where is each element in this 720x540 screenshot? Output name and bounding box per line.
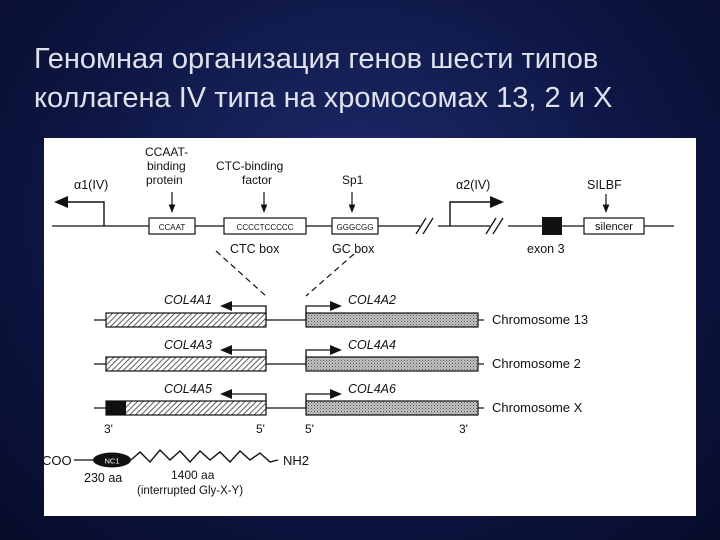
col4a5-direction-icon	[220, 389, 232, 399]
break-mark-2	[485, 217, 504, 235]
ctc-box-label: CTC box	[230, 242, 280, 256]
col4a4-gene-block	[305, 356, 479, 372]
collagenous-domain-zigzag	[130, 448, 279, 464]
silencer-box	[583, 217, 645, 235]
factor-alpha1-label: α1(IV)	[74, 178, 108, 192]
title-line-2: коллагена IV типа на хромосомах 13, 2 и …	[34, 82, 613, 114]
factor-sp1-label: Sp1	[342, 173, 364, 187]
promoter-map: α1(IV) CCAAT- binding protein CTC-bindin…	[52, 145, 674, 256]
gene-col4a3-label: COL4A3	[164, 338, 212, 352]
factor-ccaat-label-1: CCAAT-	[145, 145, 188, 159]
col4a5-nc1-block	[106, 401, 126, 415]
nc1-domain-label: NC1	[104, 457, 119, 466]
break-mark-1	[415, 217, 434, 235]
gene-pair-chrx: COL4A5 COL4A6 Chromosome X	[94, 382, 583, 416]
col4a3-gene-block	[105, 356, 267, 372]
promoter-zoom-line-right	[305, 253, 355, 297]
ccaat-box	[148, 217, 196, 235]
factor-alpha2-label: α2(IV)	[456, 178, 490, 192]
nc1-length-label: 230 aa	[84, 471, 122, 485]
silencer-box-label: silencer	[595, 221, 633, 233]
chromosome-2-label: Chromosome 2	[492, 356, 581, 371]
col4a1-direction-icon	[220, 301, 232, 311]
protein-chain: COO NC1 NH2 1400 aa 230 aa (interrupted …	[44, 448, 309, 497]
col4a6-gene-block	[305, 400, 479, 416]
amino-terminus-label: NH2	[283, 453, 309, 468]
col4a2-gene-block	[305, 312, 479, 328]
right-gene-5prime-label: 5'	[305, 422, 314, 436]
alpha2-start-arrow-icon	[490, 196, 504, 208]
gc-sequence-box	[331, 217, 379, 235]
col4a6-direction-icon	[330, 389, 342, 399]
carboxyl-terminus-label: COO	[44, 453, 72, 468]
col4a1-gene-block	[105, 312, 267, 328]
right-gene-3prime-label: 3'	[459, 422, 468, 436]
slide-title: Геномная организация генов шести типов к…	[34, 40, 694, 118]
col4a4-direction-icon	[330, 345, 342, 355]
alpha1-start-arrow-icon	[54, 196, 68, 208]
gc-box-label: GC box	[332, 242, 375, 256]
factor-ctc-label-2: factor	[242, 173, 272, 187]
gene-pair-chr13: COL4A1 COL4A2 Chromosome 13	[94, 293, 588, 328]
factor-ctc-label-1: CTC-binding	[216, 159, 283, 173]
col4a2-direction-icon	[330, 301, 342, 311]
gly-x-y-note: (interrupted Gly-X-Y)	[137, 485, 243, 497]
col4a3-direction-icon	[220, 345, 232, 355]
factor-silbf-label: SILBF	[587, 178, 622, 192]
gene-col4a6-label: COL4A6	[348, 382, 396, 396]
col4a5-gene-block	[105, 400, 267, 416]
collagen-gene-diagram: α1(IV) CCAAT- binding protein CTC-bindin…	[44, 145, 674, 497]
factor-ccaat-label-3: protein	[146, 173, 183, 187]
exon-3-block	[542, 217, 562, 235]
ccaat-box-label: CCAAT	[159, 223, 186, 232]
exon-3-label: exon 3	[527, 242, 565, 256]
diagram-figure: α1(IV) CCAAT- binding protein CTC-bindin…	[44, 138, 696, 516]
ctc-sequence-box	[223, 217, 307, 235]
nc1-domain	[93, 452, 131, 468]
gene-col4a2-label: COL4A2	[348, 293, 396, 307]
promoter-zoom-line-left	[215, 250, 267, 297]
gene-col4a5-label: COL4A5	[164, 382, 212, 396]
gene-col4a1-label: COL4A1	[164, 293, 212, 307]
gc-sequence-label: GGGCGG	[337, 223, 374, 232]
chromosome-x-label: Chromosome X	[492, 400, 583, 415]
alpha1-start-line	[66, 201, 105, 226]
left-gene-5prime-label: 5'	[256, 422, 265, 436]
chromosome-13-label: Chromosome 13	[492, 312, 588, 327]
gene-pair-chr2: COL4A3 COL4A4 Chromosome 2	[94, 338, 581, 372]
gene-col4a4-label: COL4A4	[348, 338, 396, 352]
collagenous-length-label: 1400 aa	[171, 468, 215, 482]
alpha2-start-line	[449, 201, 492, 226]
ctc-sequence-label: CCCCTCCCCC	[237, 223, 294, 232]
factor-ccaat-label-2: binding	[147, 159, 186, 173]
title-line-1: Геномная организация генов шести типов	[34, 43, 599, 75]
left-gene-3prime-label: 3'	[104, 422, 113, 436]
